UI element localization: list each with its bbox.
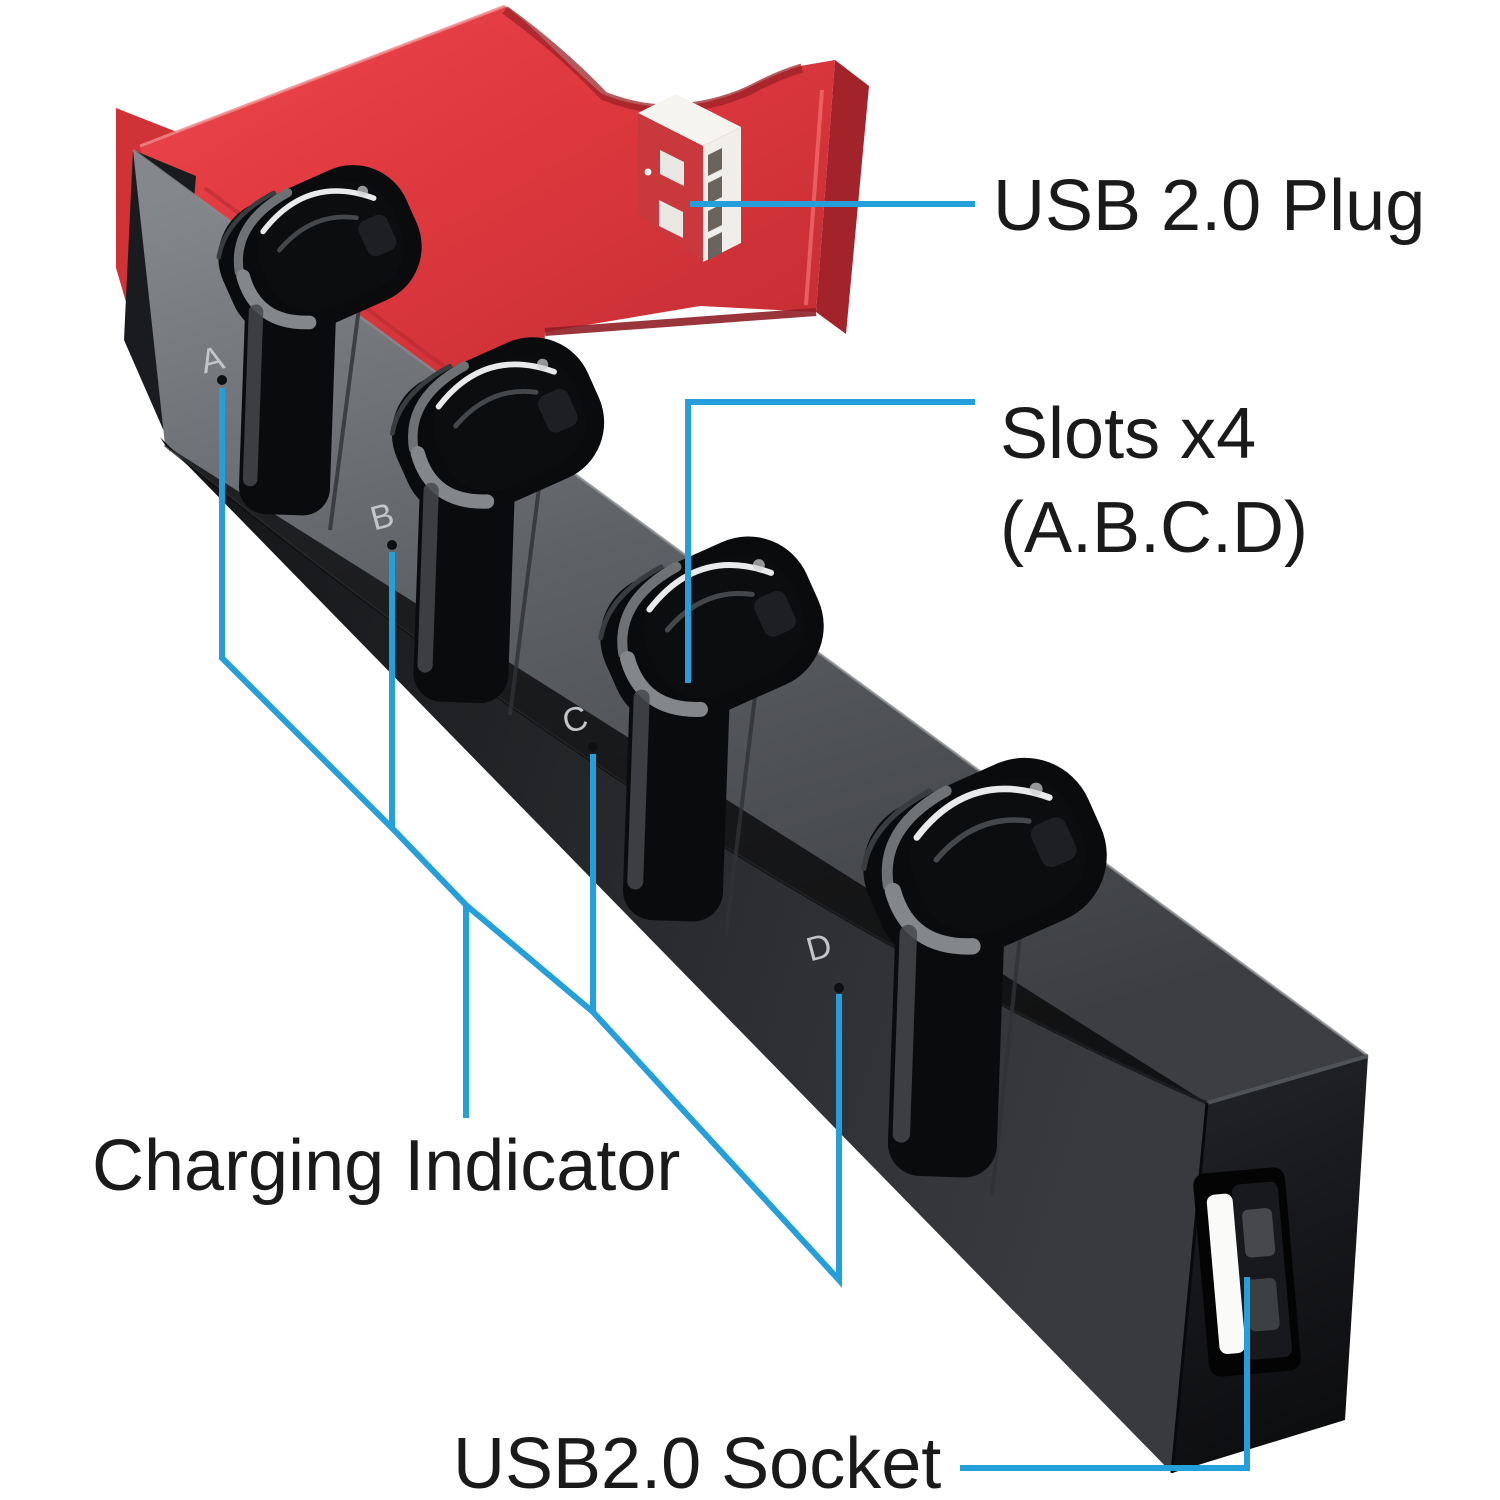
bar-step-line	[328, 299, 362, 531]
bar-end-top-rim	[1206, 1054, 1369, 1105]
bar-end-left-rim	[1170, 1102, 1209, 1474]
usb-socket-label: USB2.0 Socket	[453, 1424, 942, 1500]
callout-slots-line	[685, 399, 975, 683]
dock-right-edge-highlight	[804, 89, 824, 306]
dock-top-highlight	[139, 4, 506, 148]
red-dock-side-face	[816, 60, 869, 334]
bar-front-face	[160, 437, 1207, 1473]
bar-step-line	[990, 917, 1024, 1196]
slots-label-line2: (A.B.C.D)	[1000, 487, 1309, 568]
led-dot-c	[588, 742, 598, 752]
usb-contact-slot	[708, 176, 722, 204]
usb-socket-tongue	[1206, 1193, 1246, 1354]
bar-step-line	[508, 479, 542, 716]
usb-plug-hole	[660, 150, 684, 186]
callout-usb-socket-line	[960, 1277, 1250, 1471]
slots-label: Slots x4 (A.B.C.D)	[1000, 388, 1308, 575]
usb-plug-top-face	[638, 94, 741, 146]
callout-lines	[219, 201, 1250, 1471]
led-dot-a	[217, 375, 227, 385]
slots-label-line1: Slots x4	[1000, 394, 1257, 474]
bar-step-line	[724, 687, 758, 936]
usb-plug-dot	[644, 168, 652, 176]
dock-bottom-lip	[544, 308, 817, 336]
usb-plug-label: USB 2.0 Plug	[993, 166, 1426, 246]
charging-bar: A B C D	[124, 145, 1369, 1474]
usb-contact-slot	[708, 232, 722, 260]
usb-plug-hole	[659, 200, 683, 238]
usb-contact-slot	[708, 204, 722, 232]
led-dot-d	[834, 983, 844, 993]
usb-plug-front-face	[638, 113, 703, 262]
usb-plug	[638, 94, 741, 262]
usb-contact-slot	[708, 148, 722, 176]
led-dot-b	[387, 540, 397, 550]
charging-indicator-label: Charging Indicator	[92, 1126, 681, 1206]
